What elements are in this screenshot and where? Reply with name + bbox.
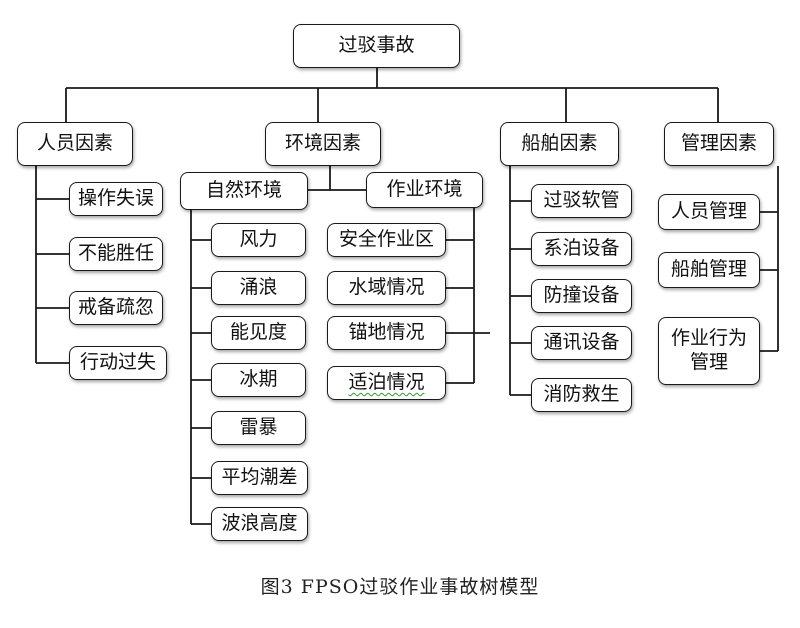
personnel-item: 戒备疏忽 — [69, 291, 163, 325]
vessel-item: 系泊设备 — [531, 232, 632, 266]
vessel-item: 消防救生 — [531, 378, 632, 412]
personnel-item: 行动过失 — [69, 346, 167, 380]
operating-env-item-label: 适泊情况 — [348, 371, 425, 394]
vessel-item: 过驳软管 — [531, 184, 632, 218]
category-management: 管理因素 — [664, 122, 774, 166]
figure-caption: 图3 FPSO过驳作业事故树模型 — [260, 576, 540, 598]
natural-env-item: 雷暴 — [211, 411, 306, 445]
operating-env-item: 锚地情况 — [327, 316, 446, 350]
subgroup-operating-environment: 作业环境 — [366, 172, 483, 208]
operating-env-item: 水域情况 — [327, 271, 446, 305]
category-vessel: 船舶因素 — [500, 122, 619, 166]
natural-env-item: 冰期 — [211, 363, 306, 397]
vessel-item: 通讯设备 — [531, 326, 632, 360]
operating-env-item: 适泊情况 — [327, 366, 446, 400]
operating-env-item: 安全作业区 — [327, 223, 446, 257]
natural-env-item: 涌浪 — [211, 271, 306, 305]
vessel-item: 防撞设备 — [531, 279, 632, 313]
personnel-item: 操作失误 — [69, 182, 163, 216]
natural-env-item: 风力 — [211, 223, 306, 257]
category-personnel: 人员因素 — [17, 122, 133, 166]
natural-env-item: 平均潮差 — [211, 461, 308, 495]
management-item: 人员管理 — [658, 194, 760, 230]
natural-env-item: 波浪高度 — [211, 507, 308, 541]
category-environment: 环境因素 — [265, 122, 381, 166]
root-node: 过驳事故 — [293, 24, 460, 68]
management-item: 作业行为管理 — [658, 317, 760, 385]
natural-env-item: 能见度 — [211, 316, 306, 350]
management-item: 船舶管理 — [658, 252, 760, 288]
subgroup-natural-environment: 自然环境 — [180, 172, 308, 210]
personnel-item: 不能胜任 — [69, 237, 163, 271]
